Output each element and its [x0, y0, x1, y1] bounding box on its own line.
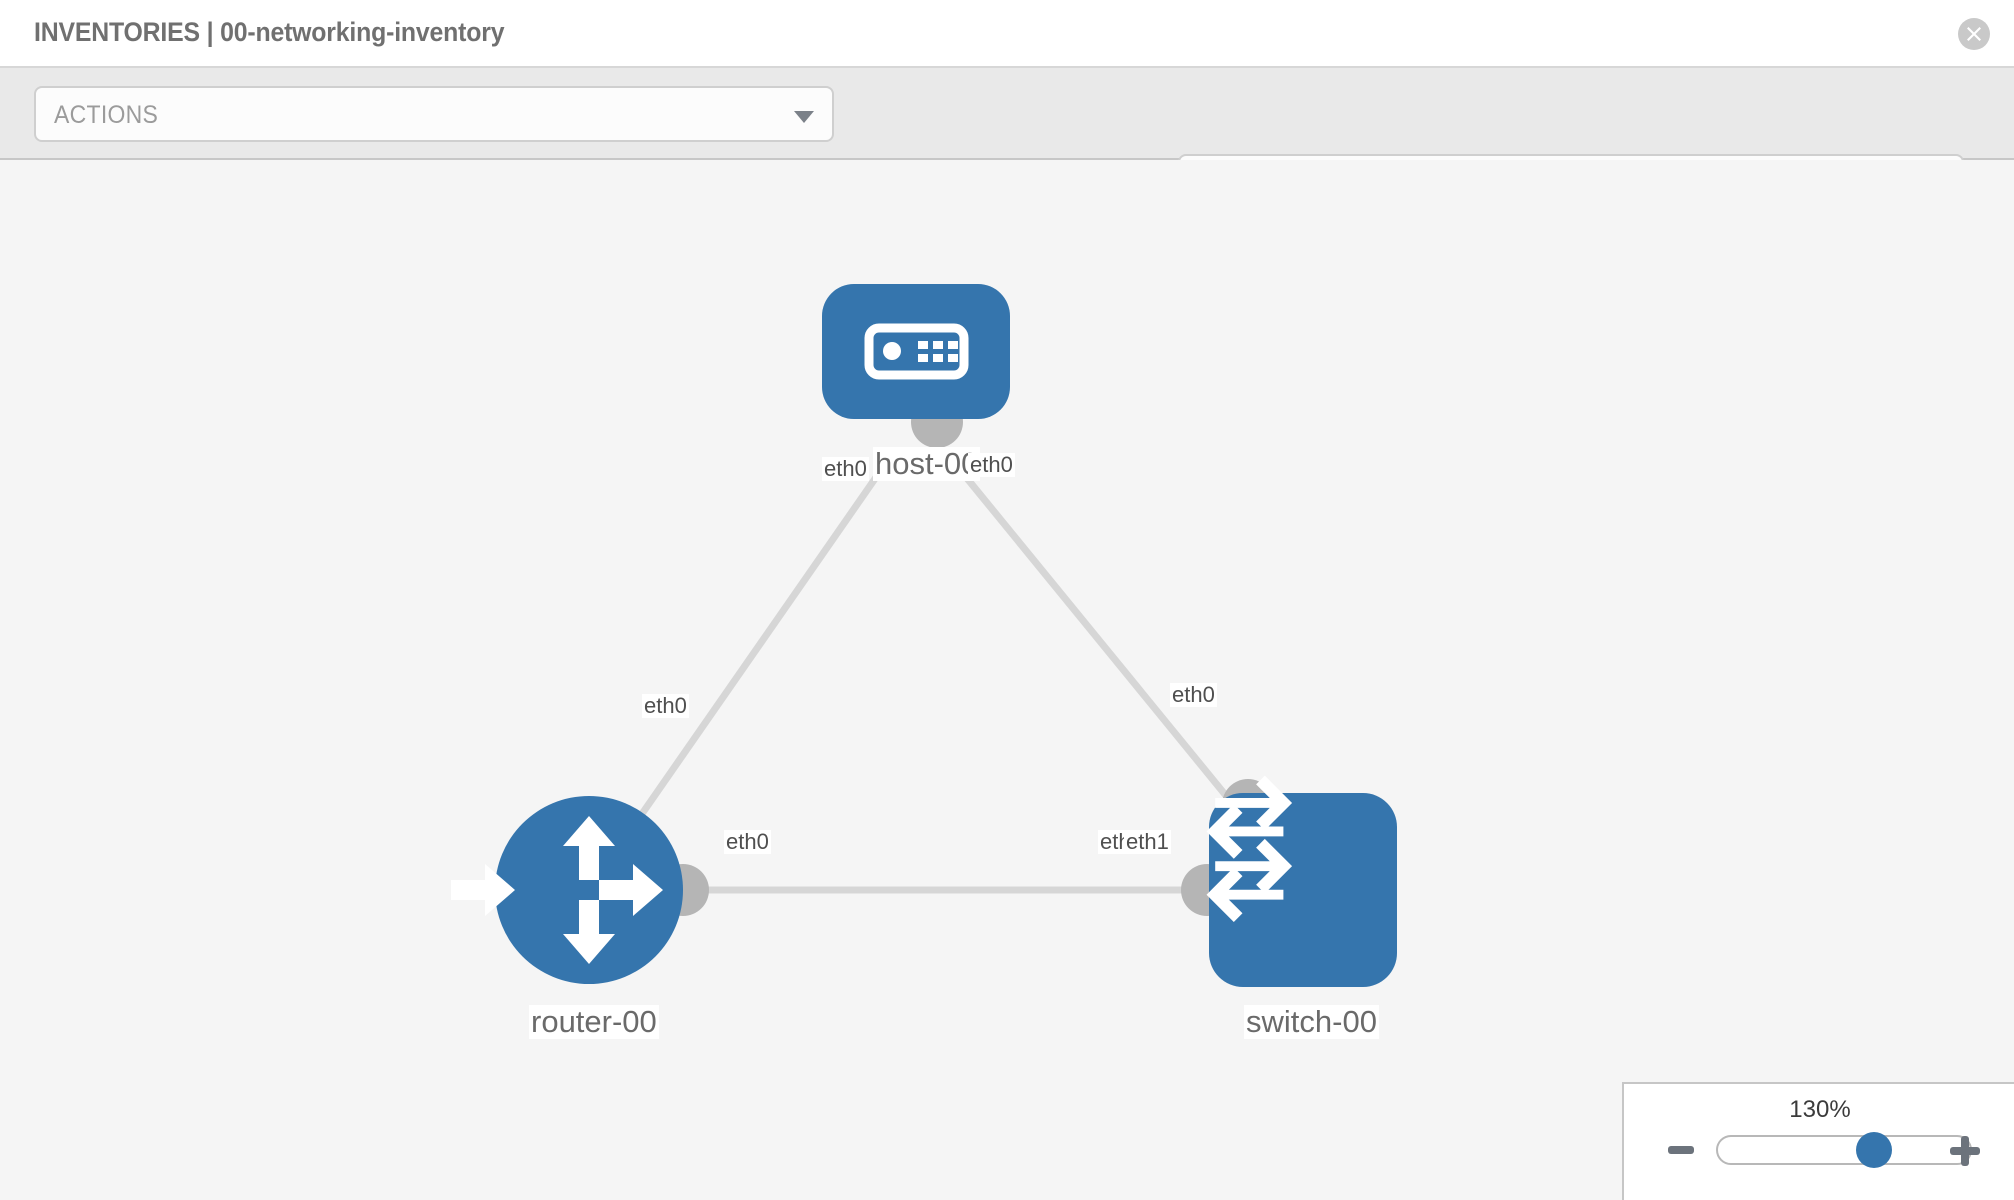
chevron-down-icon	[794, 111, 814, 123]
zoom-level-value: 130%	[1789, 1096, 1851, 1123]
topology-edges	[586, 457, 1306, 894]
four-arrows-icon	[451, 816, 663, 964]
iface-label-host00-to-switch00: eth0	[968, 452, 1015, 478]
toolbar: ACTIONS SEARCH	[0, 68, 2014, 210]
node-label-router-00: router-00	[529, 1004, 659, 1040]
zoom-control-panel: 130%	[1622, 1082, 2014, 1200]
zoom-slider-track[interactable]	[1716, 1132, 1972, 1168]
zoom-out-button[interactable]	[1668, 1146, 1694, 1154]
switch-arrows-icon	[1206, 775, 1293, 922]
node-label-switch-00: switch-00	[1244, 1004, 1379, 1040]
node-switch-00	[1206, 775, 1397, 987]
actions-dropdown[interactable]: ACTIONS	[34, 86, 834, 142]
iface-label-router00-to-host00: eth0	[642, 693, 689, 719]
page-header: INVENTORIES | 00-networking-inventory	[0, 0, 2014, 68]
iface-label-switch00-to-router00: eth1	[1124, 829, 1171, 855]
zoom-slider-thumb[interactable]	[1856, 1132, 1893, 1168]
node-label-host-00: host-00	[873, 446, 981, 482]
topology-graph	[451, 284, 1397, 987]
iface-label-router00-to-switch00: eth0	[724, 829, 771, 855]
node-router-00	[451, 796, 683, 984]
page-title: INVENTORIES | 00-networking-inventory	[34, 17, 505, 47]
server-device-icon	[864, 323, 969, 380]
node-host-00	[822, 284, 1010, 419]
zoom-in-button[interactable]	[1950, 1136, 1980, 1166]
actions-dropdown-label: ACTIONS	[54, 101, 159, 129]
close-icon[interactable]	[1958, 18, 1990, 50]
iface-label-switch00-to-host00: eth0	[1170, 682, 1217, 708]
topology-canvas[interactable]: host-00 router-00 switch-00 eth0 eth0 et…	[0, 160, 2014, 1200]
iface-label-host00-to-router00: eth0	[822, 456, 869, 482]
